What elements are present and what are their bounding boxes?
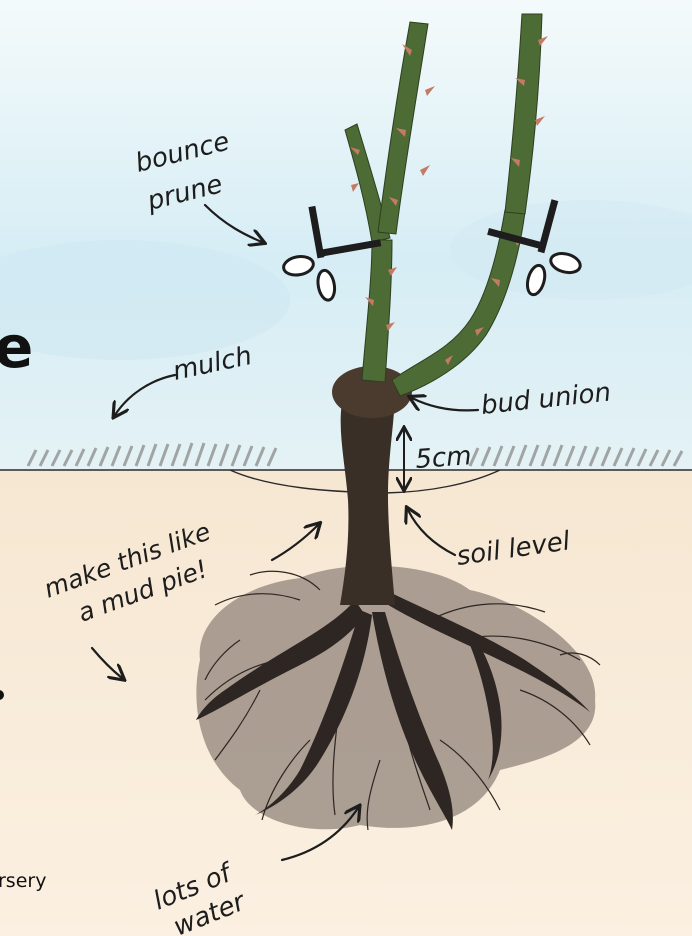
rootstock-trunk — [340, 390, 395, 605]
label-depth: 5cm — [414, 441, 472, 475]
cropped-credit-text: rsery — [0, 870, 46, 892]
cropped-heading-letter: e — [0, 318, 33, 376]
